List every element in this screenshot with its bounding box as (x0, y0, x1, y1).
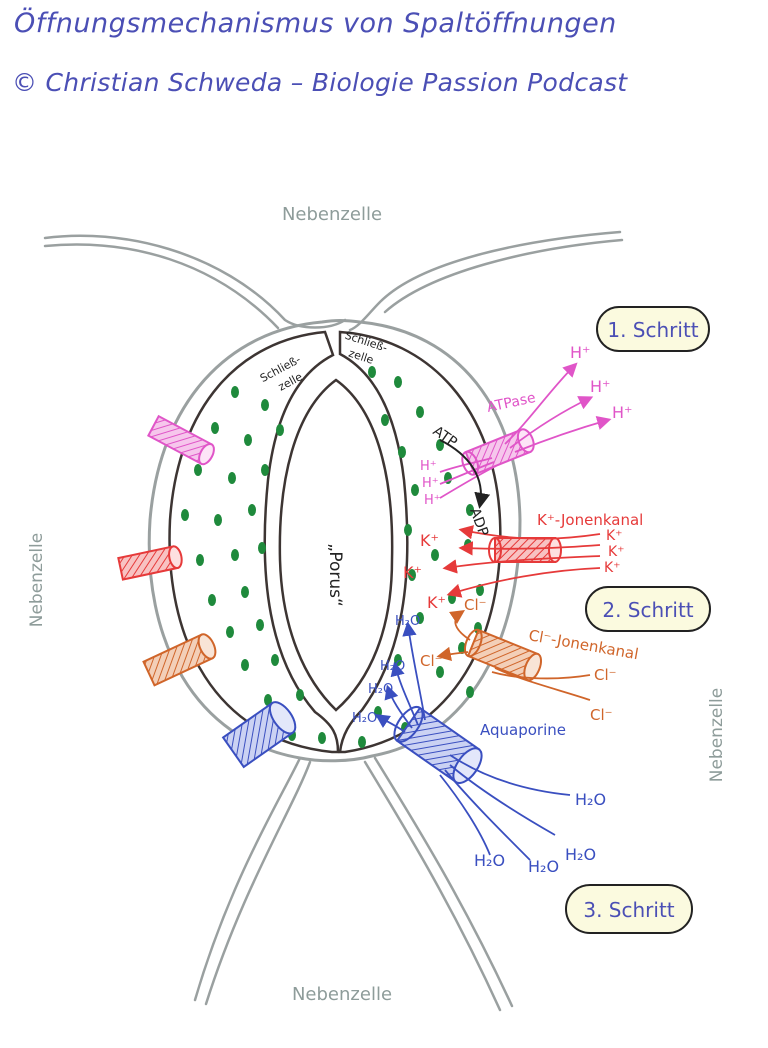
water-out-1: H₂O (575, 790, 606, 809)
water-in-3: H₂O (368, 682, 393, 697)
neighbor-label-left: Nebenzelle (27, 533, 47, 628)
left-blue-aquaporin (221, 701, 297, 769)
h-ion-in-1: H⁺ (420, 459, 437, 474)
water-out-2: H₂O (565, 845, 596, 864)
h-ion-out-2: H⁺ (590, 377, 610, 396)
neighbor-label-top: Nebenzelle (282, 204, 382, 225)
cl-ion-out-2: Cl⁻ (590, 706, 613, 724)
cl-ion-in-1: Cl⁻ (464, 596, 487, 614)
water-in-arrows (375, 621, 571, 861)
neighbor-label-right: Nebenzelle (707, 688, 727, 783)
water-in-4: H₂O (352, 711, 377, 726)
step-box-1: 1. Schritt (596, 306, 710, 352)
h-ion-out-3: H⁺ (612, 403, 632, 422)
k-ion-in-arrows (442, 525, 601, 598)
step-1-label: 1. Schritt (607, 318, 698, 342)
left-orange-channel (142, 633, 217, 687)
water-out-3: H₂O (528, 857, 559, 876)
k-ion-out-1: K⁺ (606, 528, 623, 544)
pore (278, 378, 394, 712)
k-ion-in-3: K⁺ (427, 593, 446, 612)
stoma-outer-membrane (147, 319, 522, 763)
left-pink-channel (146, 414, 215, 466)
step-box-2: 2. Schritt (585, 586, 711, 632)
cl-ion-out-1: Cl⁻ (594, 666, 617, 684)
water-in-2: H₂O (380, 659, 405, 674)
atp-to-adp-arrow (439, 439, 491, 509)
k-channel-label: K⁺-Jonenkanal (537, 511, 643, 529)
diagram-title: Öffnungsmechanismus von Spaltöffnungen (14, 8, 617, 39)
step-3-label: 3. Schritt (583, 898, 674, 922)
water-in-1: H₂O (395, 614, 420, 629)
pore-label: „Porus“ (325, 543, 345, 607)
k-ion-out-3: K⁺ (604, 560, 621, 576)
h-ion-in-2: H⁺ (422, 476, 439, 491)
h-ion-out-1: H⁺ (570, 343, 590, 362)
step-box-3: 3. Schritt (565, 884, 693, 934)
left-red-channel (117, 545, 183, 581)
aquaporin-label: Aquaporine (480, 721, 566, 739)
k-ion-channel (488, 537, 562, 563)
k-ion-out-2: K⁺ (608, 544, 625, 560)
cl-ion-in-2: Cl⁻ (420, 652, 443, 670)
h-ion-in-3: H⁺ (424, 493, 441, 508)
cl-ion-in-arrows (436, 610, 591, 701)
h-ion-out-arrows (439, 362, 612, 499)
water-out-4: H₂O (474, 851, 505, 870)
copyright-subtitle: © Christian Schweda – Biologie Passion P… (12, 68, 628, 97)
k-ion-in-1: K⁺ (420, 531, 439, 550)
neighbor-cell-walls (43, 230, 624, 1012)
step-2-label: 2. Schritt (602, 598, 693, 622)
atpase-label: ATPase (486, 390, 538, 416)
k-ion-in-2: K⁺ (403, 563, 422, 582)
neighbor-label-bottom: Nebenzelle (292, 984, 392, 1005)
cl-ion-channel (463, 628, 543, 682)
